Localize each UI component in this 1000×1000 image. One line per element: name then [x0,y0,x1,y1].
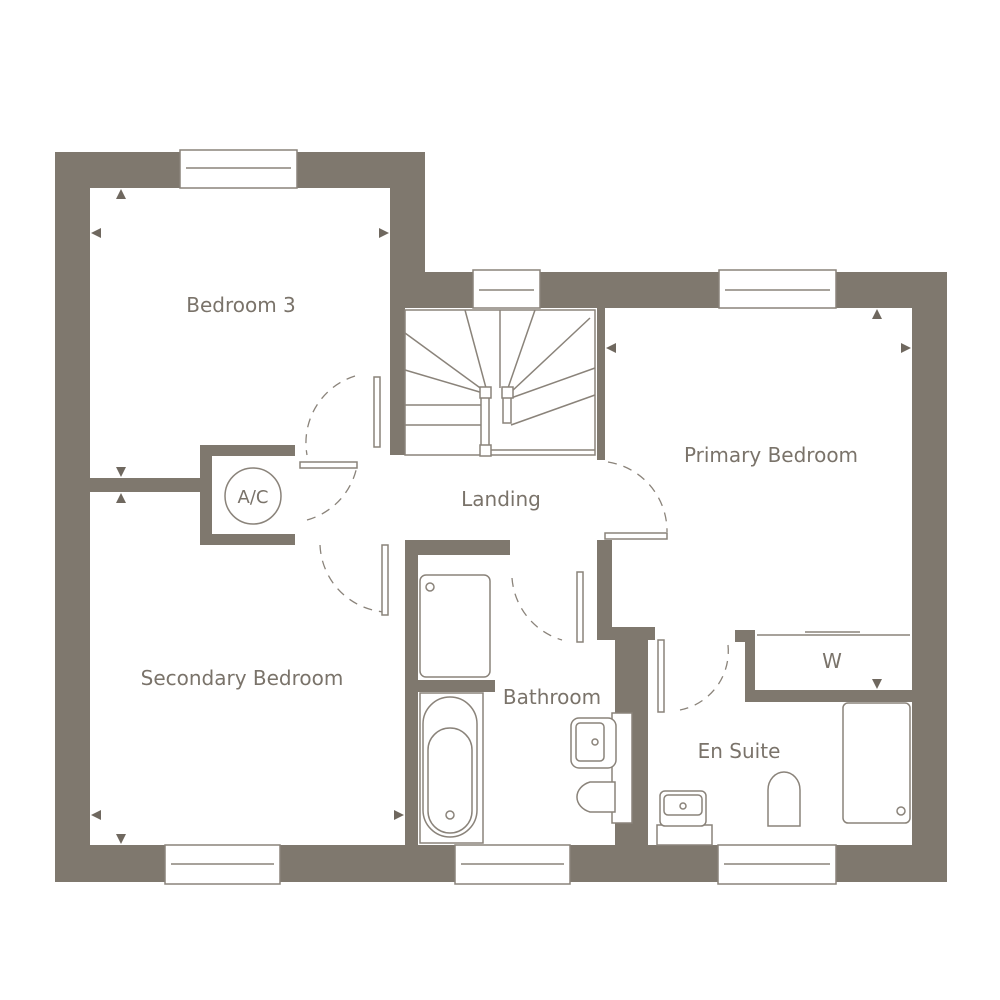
label-en-suite: En Suite [698,739,781,763]
label-wardrobe: W [822,649,842,673]
windows [164,149,837,885]
door-swings [299,375,910,713]
label-bedroom-3: Bedroom 3 [186,293,296,317]
label-bathroom: Bathroom [503,685,601,709]
label-primary-bedroom: Primary Bedroom [684,443,858,467]
dimension-markers [91,189,911,844]
staircase [404,309,596,457]
label-landing: Landing [461,487,541,511]
fixtures [224,467,911,844]
walls [55,152,947,882]
room-labels: Bedroom 3 Secondary Bedroom Landing Prim… [141,293,858,763]
label-ac: A/C [238,487,269,508]
ac-unit [224,467,282,525]
label-secondary-bedroom: Secondary Bedroom [141,666,344,690]
